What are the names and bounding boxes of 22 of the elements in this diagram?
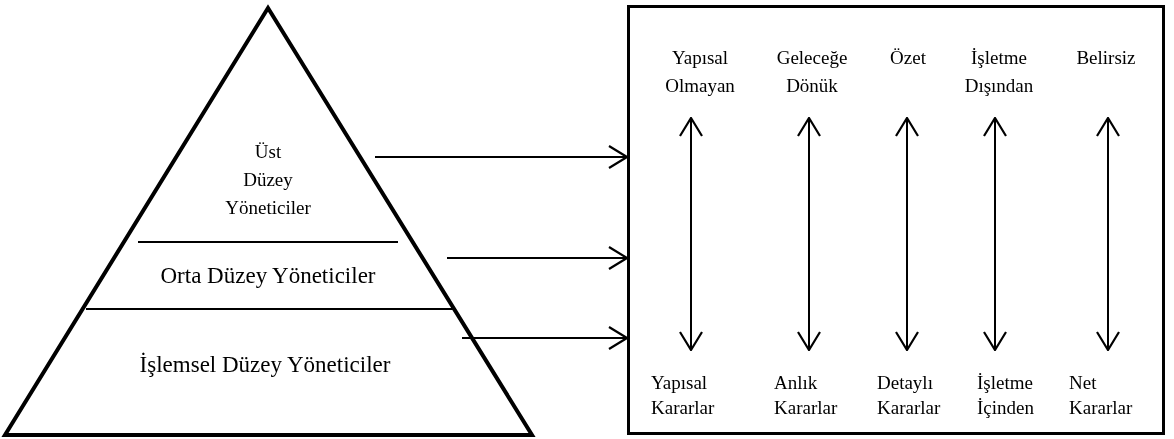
decision-label: Yapısal Olmayan: [664, 46, 736, 98]
decision-label: Geleceğe Dönük: [775, 46, 849, 98]
tier-label: Orta Düzey Yöneticiler: [160, 262, 376, 290]
frame-box: [627, 5, 1165, 435]
decision-label: Anlık Kararlar: [774, 371, 839, 420]
decision-label: Detaylı Kararlar: [877, 371, 942, 420]
decision-label: Net Kararlar: [1069, 371, 1134, 420]
arrow: [894, 116, 920, 352]
decision-label: Özet: [890, 46, 926, 70]
decision-label: İşletme İçinden: [977, 371, 1035, 420]
arrow: [1095, 116, 1121, 352]
tier-label: İşlemsel Düzey Yöneticiler: [139, 351, 391, 379]
arrow: [982, 116, 1008, 352]
arrow: [446, 245, 629, 271]
arrow: [678, 116, 704, 352]
decision-label: İşletme Dışından: [963, 46, 1035, 98]
tier-label: Üst Düzey Yöneticiler: [224, 140, 312, 220]
decision-label: Yapısal Kararlar: [651, 371, 716, 420]
arrow: [796, 116, 822, 352]
arrow: [374, 144, 629, 170]
decision-label: Belirsiz: [1076, 46, 1136, 70]
arrow: [461, 325, 629, 351]
